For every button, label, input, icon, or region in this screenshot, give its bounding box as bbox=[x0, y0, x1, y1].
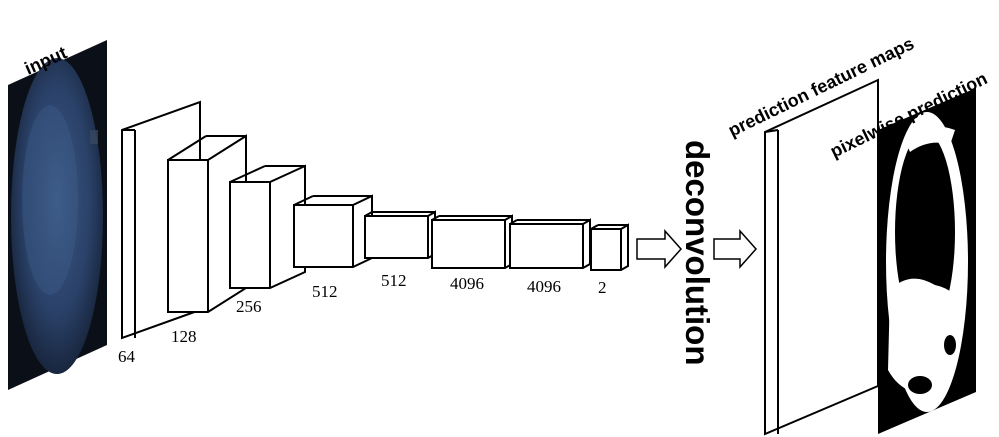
conv-block-4 bbox=[293, 194, 373, 268]
fc-block-7 bbox=[509, 218, 591, 269]
channel-label: 4096 bbox=[450, 274, 484, 293]
channel-label: 128 bbox=[171, 327, 197, 346]
score-block-8 bbox=[590, 223, 629, 271]
deconvolution-label: deconvolution bbox=[679, 140, 716, 366]
conv-block-2 bbox=[167, 134, 247, 313]
channel-label: 512 bbox=[312, 282, 338, 301]
arrow-right-icon bbox=[713, 229, 758, 269]
channel-label: 256 bbox=[236, 297, 262, 316]
conv-block-3 bbox=[229, 164, 306, 289]
pixelwise-prediction-image bbox=[878, 88, 976, 434]
arrow-right-icon bbox=[636, 229, 683, 269]
fc-block-6 bbox=[431, 214, 513, 269]
channel-label: 512 bbox=[381, 271, 407, 290]
channel-label: 64 bbox=[118, 347, 136, 366]
conv-block-5 bbox=[364, 210, 436, 259]
channel-label: 4096 bbox=[527, 277, 561, 296]
input-image bbox=[8, 40, 107, 390]
channel-label: 2 bbox=[598, 278, 607, 297]
